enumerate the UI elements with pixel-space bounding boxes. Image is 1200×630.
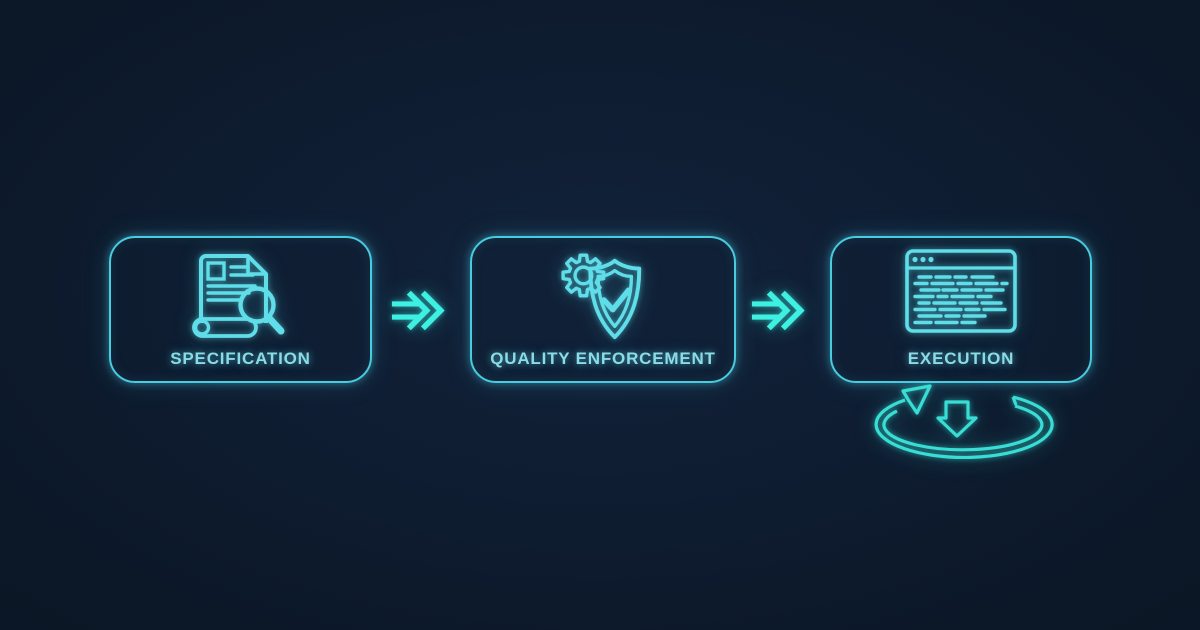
double-chevron-arrow-icon xyxy=(390,288,452,338)
node-label-quality-enforcement: QUALITY ENFORCEMENT xyxy=(490,349,716,368)
double-chevron-arrow-icon xyxy=(750,288,812,338)
document-search-icon xyxy=(111,249,370,349)
shield-check-gear-icon xyxy=(472,249,734,345)
repeat-loop-arrow-icon xyxy=(864,378,1060,475)
code-window-icon xyxy=(832,249,1090,333)
node-quality-enforcement: QUALITY ENFORCEMENT xyxy=(470,236,736,383)
node-label-execution: EXECUTION xyxy=(907,349,1015,368)
node-execution: EXECUTION xyxy=(830,236,1092,383)
node-specification: SPECIFICATION xyxy=(109,236,372,383)
node-label-specification: SPECIFICATION xyxy=(170,349,311,368)
